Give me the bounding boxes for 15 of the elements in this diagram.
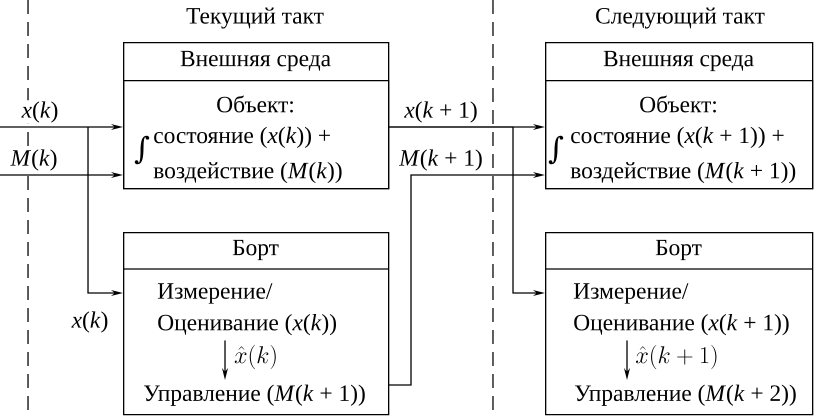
step-text: Измерение/ Оценивание (x(k)) [158, 283, 336, 336]
edge-label: M(k + 1) [398, 148, 484, 172]
edge-label: x(k) [70, 310, 110, 334]
integral-sign: ∫ [134, 136, 150, 164]
integral-sign: ∫ [548, 136, 564, 164]
edge-label: M(k) [9, 148, 59, 172]
step-text: Измерение/ Оценивание (x(k + 1)) [574, 283, 789, 336]
edge-label: x(k) [20, 100, 60, 124]
edge-label: $\hat{x}(k)$ [232, 344, 280, 370]
step-text: Управление (M(k + 1)) [144, 384, 365, 406]
column-heading: Текущий такт [186, 7, 324, 29]
step-text: Управление (M(k + 2)) [574, 384, 796, 406]
column-heading: Следующий такт [596, 7, 765, 29]
edge-label: x(k + 1) [403, 100, 479, 124]
edge-label: $\hat{x}(k+1)$ [634, 344, 720, 370]
